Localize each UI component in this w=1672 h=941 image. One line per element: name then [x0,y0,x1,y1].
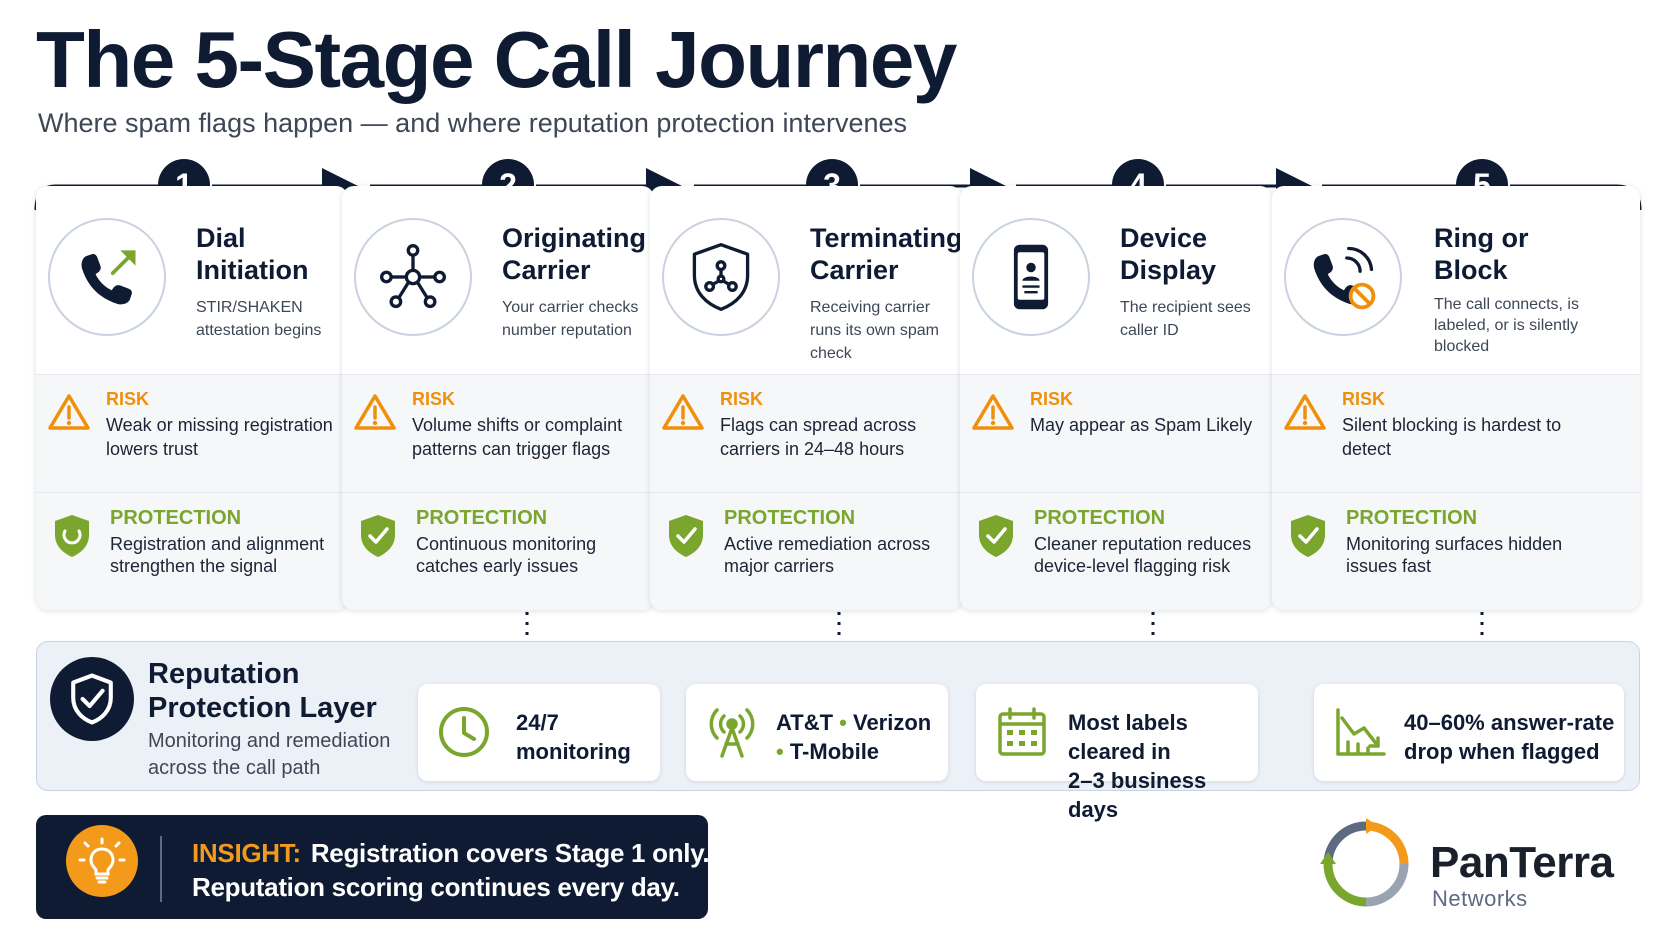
layer-title: Reputation Protection Layer [148,658,377,724]
phone-outgoing-icon [48,218,166,336]
shield-check-icon [50,657,134,741]
warning-icon [662,394,704,430]
risk-text: May appear as Spam Likely [1030,415,1253,435]
stage-name: Terminating Carrier [810,223,962,285]
page-title: The 5-Stage Call Journey [36,15,957,104]
shield-network-icon [662,218,780,336]
stage-card-header: Terminating Carrier Receiving carrier ru… [650,186,962,374]
page-subtitle: Where spam flags happen — and where repu… [38,108,908,138]
stage-name: Device Display [1120,223,1217,285]
protection-label: PROTECTION [1034,507,1166,529]
protection-text: Continuous monitoring catches early issu… [416,534,597,576]
warning-icon [1284,394,1326,430]
stat-answer-rate: 40–60% answer-rate drop when flagged [1314,684,1624,781]
risk-label: RISK [1030,389,1074,409]
stage-description: The call connects, is labeled, or is sil… [1434,296,1579,355]
risk-text: Silent blocking is hardest to detect [1342,415,1562,459]
stat-text: Most labels cleared in 2–3 business days [1068,710,1207,822]
shield-check-icon [1291,515,1325,557]
insight-banner [36,815,708,919]
antenna-icon [709,708,755,758]
panterra-logo-icon [1320,818,1409,907]
protection-section: PROTECTION Cleaner reputation reduces de… [960,492,1272,610]
risk-section: RISK Flags can spread across carriers in… [650,374,962,492]
stage-description: The recipient sees caller ID [1120,299,1251,339]
protection-label: PROTECTION [110,507,242,529]
stage-card-4: Device Display The recipient sees caller… [960,186,1272,610]
shield-icon [55,515,89,557]
risk-section: RISK Volume shifts or complaint patterns… [342,374,654,492]
clock-icon [439,707,489,757]
protection-text: Registration and alignment strengthen th… [110,534,325,576]
risk-label: RISK [1342,389,1386,409]
protection-section: PROTECTION Registration and alignment st… [36,492,348,610]
stage-description: STIR/SHAKEN attestation begins [196,299,322,339]
stage-description: Receiving carrier runs its own spam chec… [810,299,939,362]
stat-text: 24/7 monitoring [516,710,631,764]
network-node-icon [354,218,472,336]
warning-icon [354,394,396,430]
stage-card-header: Originating Carrier Your carrier checks … [342,186,654,374]
risk-label: RISK [412,389,456,409]
stage-card-1: Dial Initiation STIR/SHAKEN attestation … [36,186,348,610]
stat-monitoring: 24/7 monitoring [418,684,660,781]
risk-section: RISK May appear as Spam Likely [960,374,1272,492]
risk-section: RISK Weak or missing registration lowers… [36,374,348,492]
protection-label: PROTECTION [1346,507,1478,529]
protection-text: Cleaner reputation reduces device-level … [1034,534,1252,576]
calendar-icon [998,707,1046,756]
stage-card-3: Terminating Carrier Receiving carrier ru… [650,186,962,610]
risk-text: Flags can spread across carriers in 24–4… [720,415,917,459]
shield-check-icon [979,515,1013,557]
risk-section: RISK Silent blocking is hardest to detec… [1272,374,1640,492]
protection-label: PROTECTION [724,507,856,529]
lightbulb-icon [66,825,138,897]
insight-text-1: INSIGHT:Registration covers Stage 1 only… [192,838,710,868]
risk-label: RISK [720,389,764,409]
stat-remediation-time: Most labels cleared in 2–3 business days [976,684,1258,822]
smartphone-caller-id-icon [972,218,1090,336]
stage-name: Originating Carrier [502,223,646,285]
stage-card-5: Ring or Block The call connects, is labe… [1272,186,1640,610]
stage-card-header: Dial Initiation STIR/SHAKEN attestation … [36,186,348,374]
insight-divider [160,836,162,902]
risk-text: Weak or missing registration lowers trus… [106,415,333,459]
chart-decline-icon [1336,708,1386,756]
protection-text: Monitoring surfaces hidden issues fast [1346,534,1563,576]
risk-text: Volume shifts or complaint patterns can … [412,415,623,459]
stat-text: 40–60% answer-rate drop when flagged [1404,710,1615,764]
layer-description: Monitoring and remediation across the ca… [148,730,391,779]
stat-carriers: AT&T • Verizon • T-Mobile [686,684,948,781]
risk-label: RISK [106,389,150,409]
shield-check-icon [669,515,703,557]
logo-sub: Networks [1432,886,1528,911]
stat-text: AT&T • Verizon • T-Mobile [776,710,932,764]
stage-card-2: Originating Carrier Your carrier checks … [342,186,654,610]
shield-check-icon [361,515,395,557]
warning-icon [972,394,1014,430]
protection-section: PROTECTION Monitoring surfaces hidden is… [1272,492,1640,610]
phone-blocked-icon [1284,218,1402,336]
protection-section: PROTECTION Active remediation across maj… [650,492,962,610]
stage-description: Your carrier checks number reputation [502,299,639,339]
protection-text: Active remediation across major carriers [724,534,931,576]
stage-name: Dial Initiation [196,223,309,285]
protection-section: PROTECTION Continuous monitoring catches… [342,492,654,610]
protection-label: PROTECTION [416,507,548,529]
logo-name: PanTerra [1430,838,1614,887]
stage-name: Ring or Block [1434,223,1529,285]
insight-text-2: Reputation scoring continues every day. [192,872,680,902]
stage-card-header: Ring or Block The call connects, is labe… [1272,186,1640,374]
warning-icon [48,394,90,430]
stage-card-header: Device Display The recipient sees caller… [960,186,1272,374]
